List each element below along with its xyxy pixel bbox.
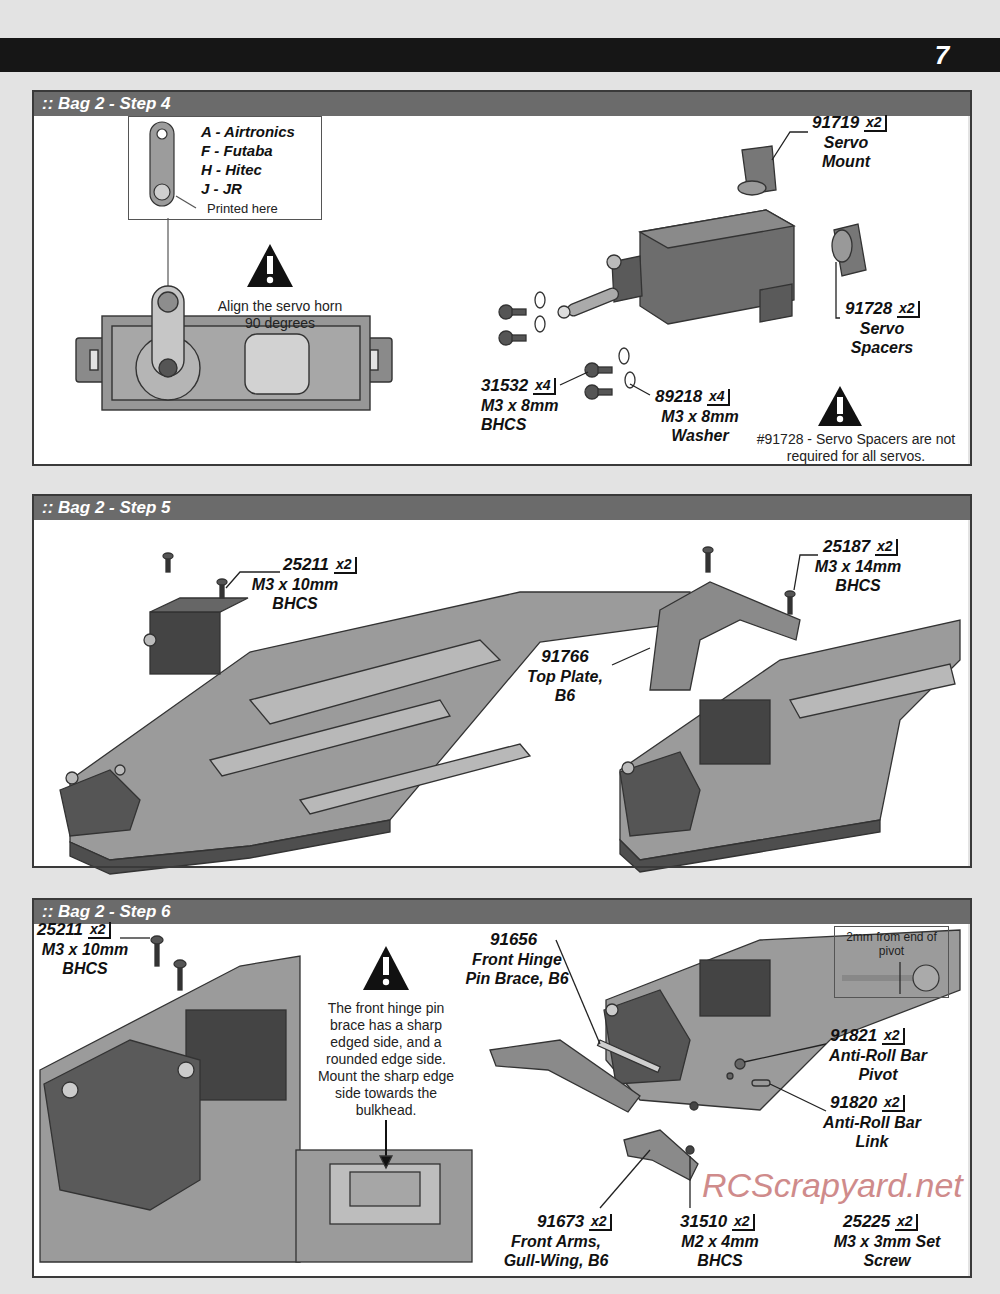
part-number: 25187: [823, 537, 870, 557]
panel-header-bar: :: Bag 2 - Step 6: [34, 900, 970, 924]
bulkhead-inset: [296, 1120, 472, 1262]
part-name: Anti-Roll Bar Link: [822, 1113, 922, 1151]
part-number: 91820: [830, 1093, 877, 1113]
part-number: 31532: [481, 376, 528, 396]
part-number: 91656: [490, 930, 537, 950]
watermark: RCScrapyard.net: [702, 1166, 963, 1204]
step-heading: :: Bag 2 - Step 5: [34, 496, 970, 520]
part-number: 25211: [283, 555, 329, 575]
part-name: Servo Spacers: [832, 319, 932, 357]
part-number: 91766: [515, 647, 615, 667]
part-name: M3 x 10mm BHCS: [35, 940, 135, 978]
part-number: 25211: [37, 920, 83, 940]
quantity-badge: x4: [707, 389, 730, 406]
part-name: M3 x 8mm Washer: [653, 407, 748, 445]
step-heading: :: Bag 2 - Step 6: [34, 900, 970, 924]
part-name: M3 x 10mm BHCS: [245, 575, 345, 613]
leader-lines: [560, 132, 840, 395]
part-name: Front Hinge Pin Brace, B6: [462, 950, 572, 988]
leader-lines: [226, 555, 818, 665]
servo-horn-inset: [150, 122, 196, 288]
part-name: M2 x 4mm BHCS: [670, 1232, 770, 1270]
warning-triangle: [247, 244, 293, 287]
part-name: Top Plate, B6: [518, 667, 613, 705]
chassis-left: [60, 553, 690, 874]
quantity-badge: x2: [897, 301, 920, 318]
brand-code: F - Futaba: [201, 142, 273, 160]
brand-code: J - JR: [201, 180, 242, 198]
part-number: 91728: [845, 299, 892, 319]
panel-header-bar: :: Bag 2 - Step 4: [34, 92, 970, 116]
chassis-right: [620, 547, 960, 872]
quantity-badge: x2: [882, 1095, 905, 1112]
part-number: 89218: [655, 387, 702, 407]
part-name: Front Arms, Gull-Wing, B6: [496, 1232, 616, 1270]
pivot-inset-drawing: [842, 962, 939, 994]
chassis-front-closeup: [40, 936, 300, 1262]
part-number: 25225: [843, 1212, 890, 1232]
part-name: M3 x 14mm BHCS: [808, 557, 908, 595]
step-heading: :: Bag 2 - Step 4: [34, 92, 970, 116]
quantity-badge: x2: [334, 557, 357, 574]
part-name: Servo Mount: [801, 133, 891, 171]
warning-note: Align the servo horn 90 degrees: [210, 298, 350, 332]
page-frame: [0, 38, 1000, 1278]
brand-code: H - Hitec: [201, 161, 262, 179]
servo-horn-box: A - AirtronicsF - FutabaH - HitecJ - JR P…: [128, 116, 322, 220]
quantity-badge: x4: [533, 378, 556, 395]
servo-top-view: [76, 286, 392, 410]
warning-note: #91728 - Servo Spacers are not required …: [746, 431, 966, 465]
detail-inset: 2mm from end of pivot: [834, 926, 949, 998]
part-number: 91673: [537, 1212, 584, 1232]
part-number: 31510: [680, 1212, 727, 1232]
panel-header-bar: :: Bag 2 - Step 5: [34, 496, 970, 520]
part-name: Anti-Roll Bar Pivot: [828, 1046, 928, 1084]
warning-note: The front hinge pin brace has a sharp ed…: [311, 1000, 461, 1119]
quantity-badge: x2: [882, 1028, 905, 1045]
brand-code: A - Airtronics: [201, 123, 295, 141]
part-name: M3 x 8mm BHCS: [481, 396, 571, 434]
quantity-badge: x2: [875, 539, 898, 556]
print-note: Printed here: [207, 201, 278, 217]
warning-triangle: [363, 946, 409, 990]
quantity-badge: x2: [88, 922, 111, 939]
part-number: 91821: [830, 1026, 877, 1046]
quantity-badge: x2: [895, 1214, 918, 1231]
quantity-badge: x2: [864, 115, 887, 132]
warning-triangle: [818, 386, 862, 426]
servo-exploded: [499, 146, 866, 399]
inset-note: 2mm from end of pivot: [837, 930, 946, 958]
part-name: M3 x 3mm Set Screw: [832, 1232, 942, 1270]
part-number: 91719: [812, 113, 859, 133]
quantity-badge: x2: [732, 1214, 755, 1231]
page-number: 7: [922, 40, 962, 70]
quantity-badge: x2: [589, 1214, 612, 1231]
